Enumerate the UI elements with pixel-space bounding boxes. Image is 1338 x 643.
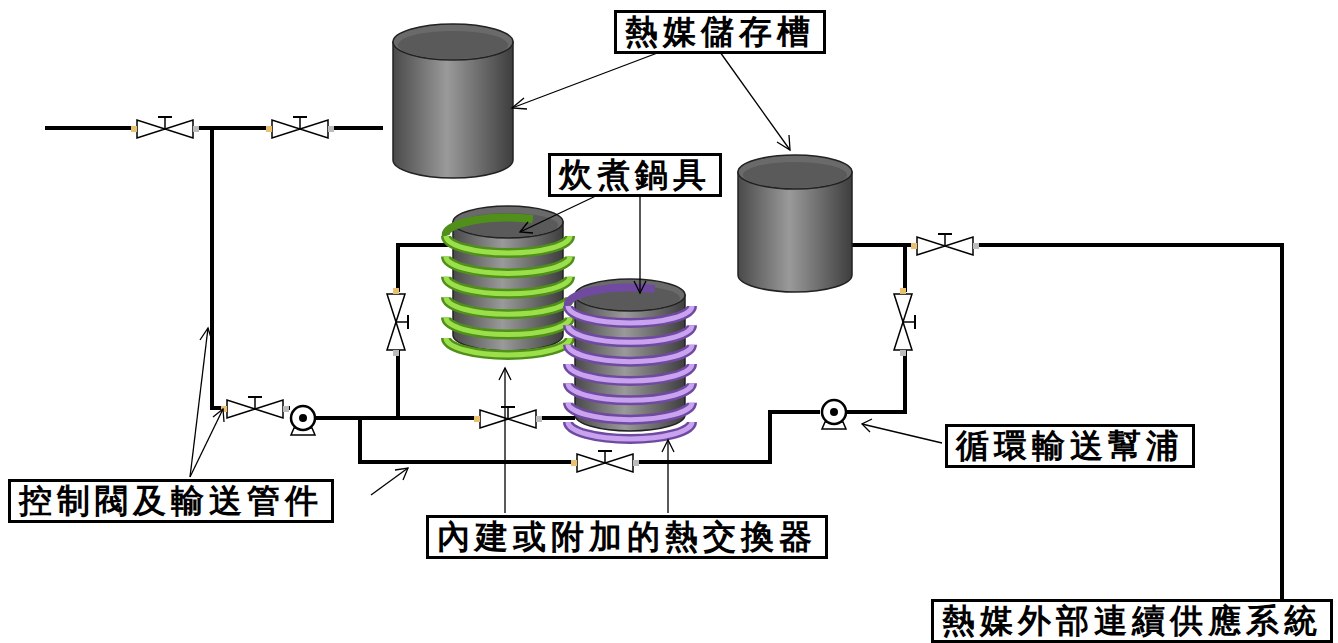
callout-box: 熱媒外部連續供應系統 <box>931 599 1333 643</box>
callout-box: 熱媒儲存槽 <box>614 10 826 54</box>
storage-tank <box>393 24 513 178</box>
coil-turn <box>568 325 692 342</box>
coil-turn <box>446 256 570 273</box>
coil-turn <box>568 422 692 439</box>
coil-turn <box>568 403 692 420</box>
coil-turn <box>446 277 570 294</box>
coil-turn <box>446 256 570 273</box>
coil-turn <box>446 236 570 253</box>
coil-turn <box>568 325 692 342</box>
callout-label: 熱媒外部連續供應系統 <box>942 603 1322 639</box>
callout-box: 炊煮鍋具 <box>548 153 722 197</box>
pipe <box>45 128 1282 605</box>
callout-label: 炊煮鍋具 <box>559 157 711 193</box>
coil-turn <box>568 383 692 400</box>
coil-turn <box>568 345 692 362</box>
coil-turn <box>446 338 570 355</box>
callout-label: 控制閥及輸送管件 <box>19 483 323 519</box>
coil-turn <box>446 218 533 236</box>
coil-turn <box>446 277 570 294</box>
coil-turn <box>568 383 692 400</box>
coil-turn <box>568 364 692 381</box>
coil-turn <box>446 297 570 314</box>
coil-turn <box>446 318 570 335</box>
callout-box: 內建或附加的熱交換器 <box>426 515 828 559</box>
callout-box: 控制閥及輸送管件 <box>8 479 334 523</box>
callout-label: 熱媒儲存槽 <box>625 14 815 50</box>
cooking-pot <box>446 206 570 355</box>
coil-turn <box>446 338 570 355</box>
coil-turn <box>446 297 570 314</box>
control-valve <box>131 117 979 472</box>
coil-turn <box>568 364 692 381</box>
cooking-pot <box>568 279 692 439</box>
callout-label: 循環輸送幫浦 <box>956 428 1184 464</box>
storage-tank <box>738 155 852 292</box>
callout-label: 內建或附加的熱交換器 <box>437 519 817 555</box>
heat-exchanger-coil <box>568 288 692 439</box>
coil-turn <box>568 422 692 439</box>
coil-turn <box>568 306 692 323</box>
coil-turn <box>446 318 570 335</box>
callout-box: 循環輸送幫浦 <box>945 424 1195 468</box>
leader-arrow <box>190 52 942 513</box>
coil-turn <box>568 345 692 362</box>
heat-exchanger-coil <box>446 218 570 355</box>
coil-turn <box>568 403 692 420</box>
coil-turn <box>568 306 692 323</box>
coil-turn <box>446 236 570 253</box>
